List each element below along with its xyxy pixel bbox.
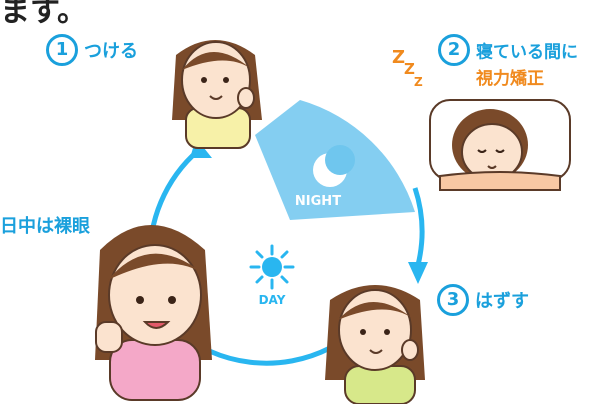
- step-1-label: 1 つける: [46, 34, 138, 66]
- header-text: ます。: [0, 0, 87, 29]
- woman-removing-lens-illustration: [325, 285, 425, 404]
- daytime-label: 日中は裸眼: [0, 216, 90, 237]
- moon-icon: [313, 145, 355, 187]
- step-2-label: 2 寝ている間に 視力矯正: [438, 34, 578, 89]
- sleeping-woman-illustration: [429, 99, 571, 191]
- svg-text:Z: Z: [392, 47, 405, 68]
- sleep-zzz-icon: Z Z Z: [392, 47, 423, 89]
- step-3-number: 3: [437, 284, 469, 316]
- svg-text:Z: Z: [414, 75, 423, 89]
- night-label: NIGHT: [295, 194, 341, 209]
- step-1-number: 1: [46, 34, 78, 66]
- step-2-text: 寝ている間に: [476, 42, 578, 63]
- arrowhead-right: [408, 262, 428, 284]
- step-3-label: 3 はずす: [437, 284, 529, 316]
- day-label: DAY: [259, 293, 286, 307]
- step-3-text: はずす: [475, 291, 529, 312]
- step-1-text: つける: [84, 41, 138, 62]
- woman-putting-lens-illustration: [172, 40, 262, 149]
- svg-text:Z: Z: [404, 60, 415, 78]
- sun-icon: [249, 244, 295, 290]
- step-2-number: 2: [438, 34, 470, 66]
- smiling-woman-thumbs-up-illustration: [95, 225, 212, 401]
- step-2-subtext: 視力矯正: [476, 69, 544, 89]
